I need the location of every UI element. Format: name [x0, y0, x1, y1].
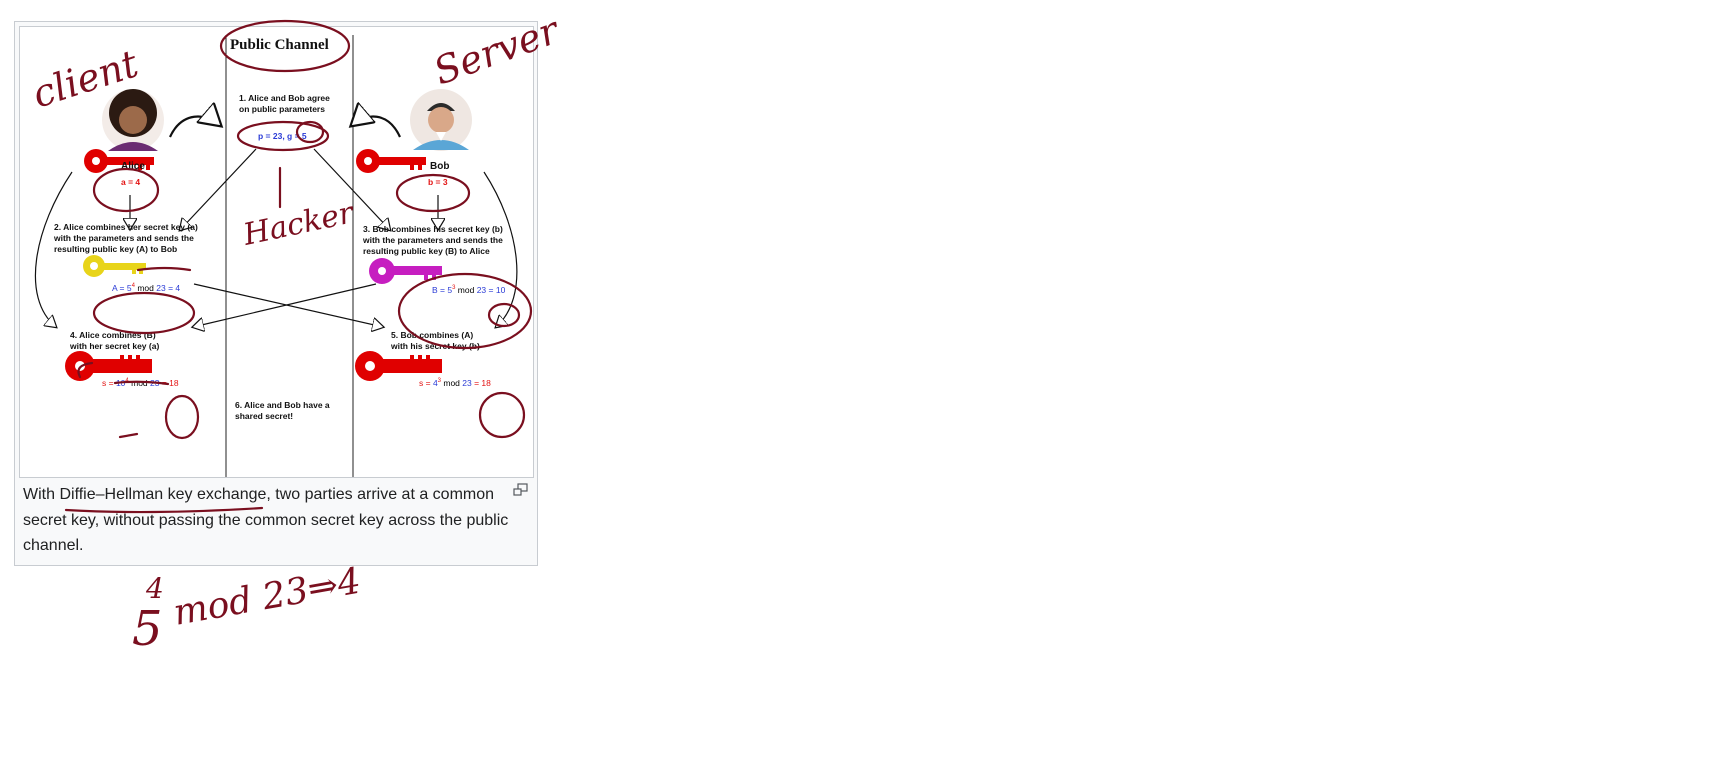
diffie-hellman-link[interactable]: Diffie–Hellman key exchange [59, 486, 267, 503]
params-to-alice-arrow [180, 148, 257, 230]
ink-formula-rest: mod 23⇒4 [170, 561, 363, 634]
public-params: p = 23, g = 5 [258, 131, 307, 141]
step-2-text: 2. Alice combines her secret key (a) wit… [54, 222, 198, 254]
A-to-bob-arrow [193, 283, 383, 327]
bob-shared-formula: s = 43 mod 23 = 18 [419, 377, 491, 388]
alice-label: Alice [121, 161, 145, 172]
step-1-text: 1. Alice and Bob agree on public paramet… [239, 93, 330, 114]
bob-shared-key-icon [355, 351, 442, 381]
bob-label: Bob [430, 161, 450, 172]
image-caption: With Diffie–Hellman key exchange, two pa… [23, 482, 518, 559]
bob-to-channel-arrow [352, 116, 401, 138]
bob-secret-value: b = 3 [428, 177, 448, 187]
public-channel-title: Public Channel [230, 37, 329, 53]
alice-avatar [102, 89, 164, 151]
alice-public-formula: A = 54 mod 23 = 4 [112, 282, 181, 293]
alice-secret-key-icon [84, 149, 154, 173]
expand-image-icon[interactable] [513, 483, 529, 497]
bob-public-key-icon [369, 258, 442, 284]
step-3-text: 3. Bob combines his secret key (b) with … [363, 224, 503, 256]
caption-prefix: With [23, 486, 60, 503]
params-to-bob-arrow [313, 148, 390, 230]
alice-secret-value: a = 4 [121, 177, 141, 187]
ink-formula-base: 5 [132, 601, 163, 657]
alice-secret-carry-arrow [34, 171, 73, 327]
step-6-text: 6. Alice and Bob have a shared secret! [235, 400, 330, 421]
alice-to-channel-arrow [169, 116, 220, 138]
alice-public-key-icon [83, 255, 146, 277]
step-4-text: 4. Alice combines (B) with her secret ke… [70, 330, 160, 351]
B-to-alice-arrow [193, 283, 377, 327]
ink-formula-exp: 4 [145, 572, 164, 605]
caption-suffix: , two parties arrive at a common secret … [23, 486, 509, 554]
bob-avatar [410, 89, 472, 151]
bob-secret-key-icon [356, 149, 426, 173]
alice-shared-formula: s = 104 mod 23 = 18 [102, 377, 179, 388]
bob-public-formula: B = 53 mod 23 = 10 [432, 284, 506, 295]
diffie-hellman-diagram[interactable]: Public Channel Alice Bob 1. Alice and Bo… [19, 26, 534, 478]
step-5-text: 5. Bob combines (A) with his secret key … [391, 330, 480, 351]
